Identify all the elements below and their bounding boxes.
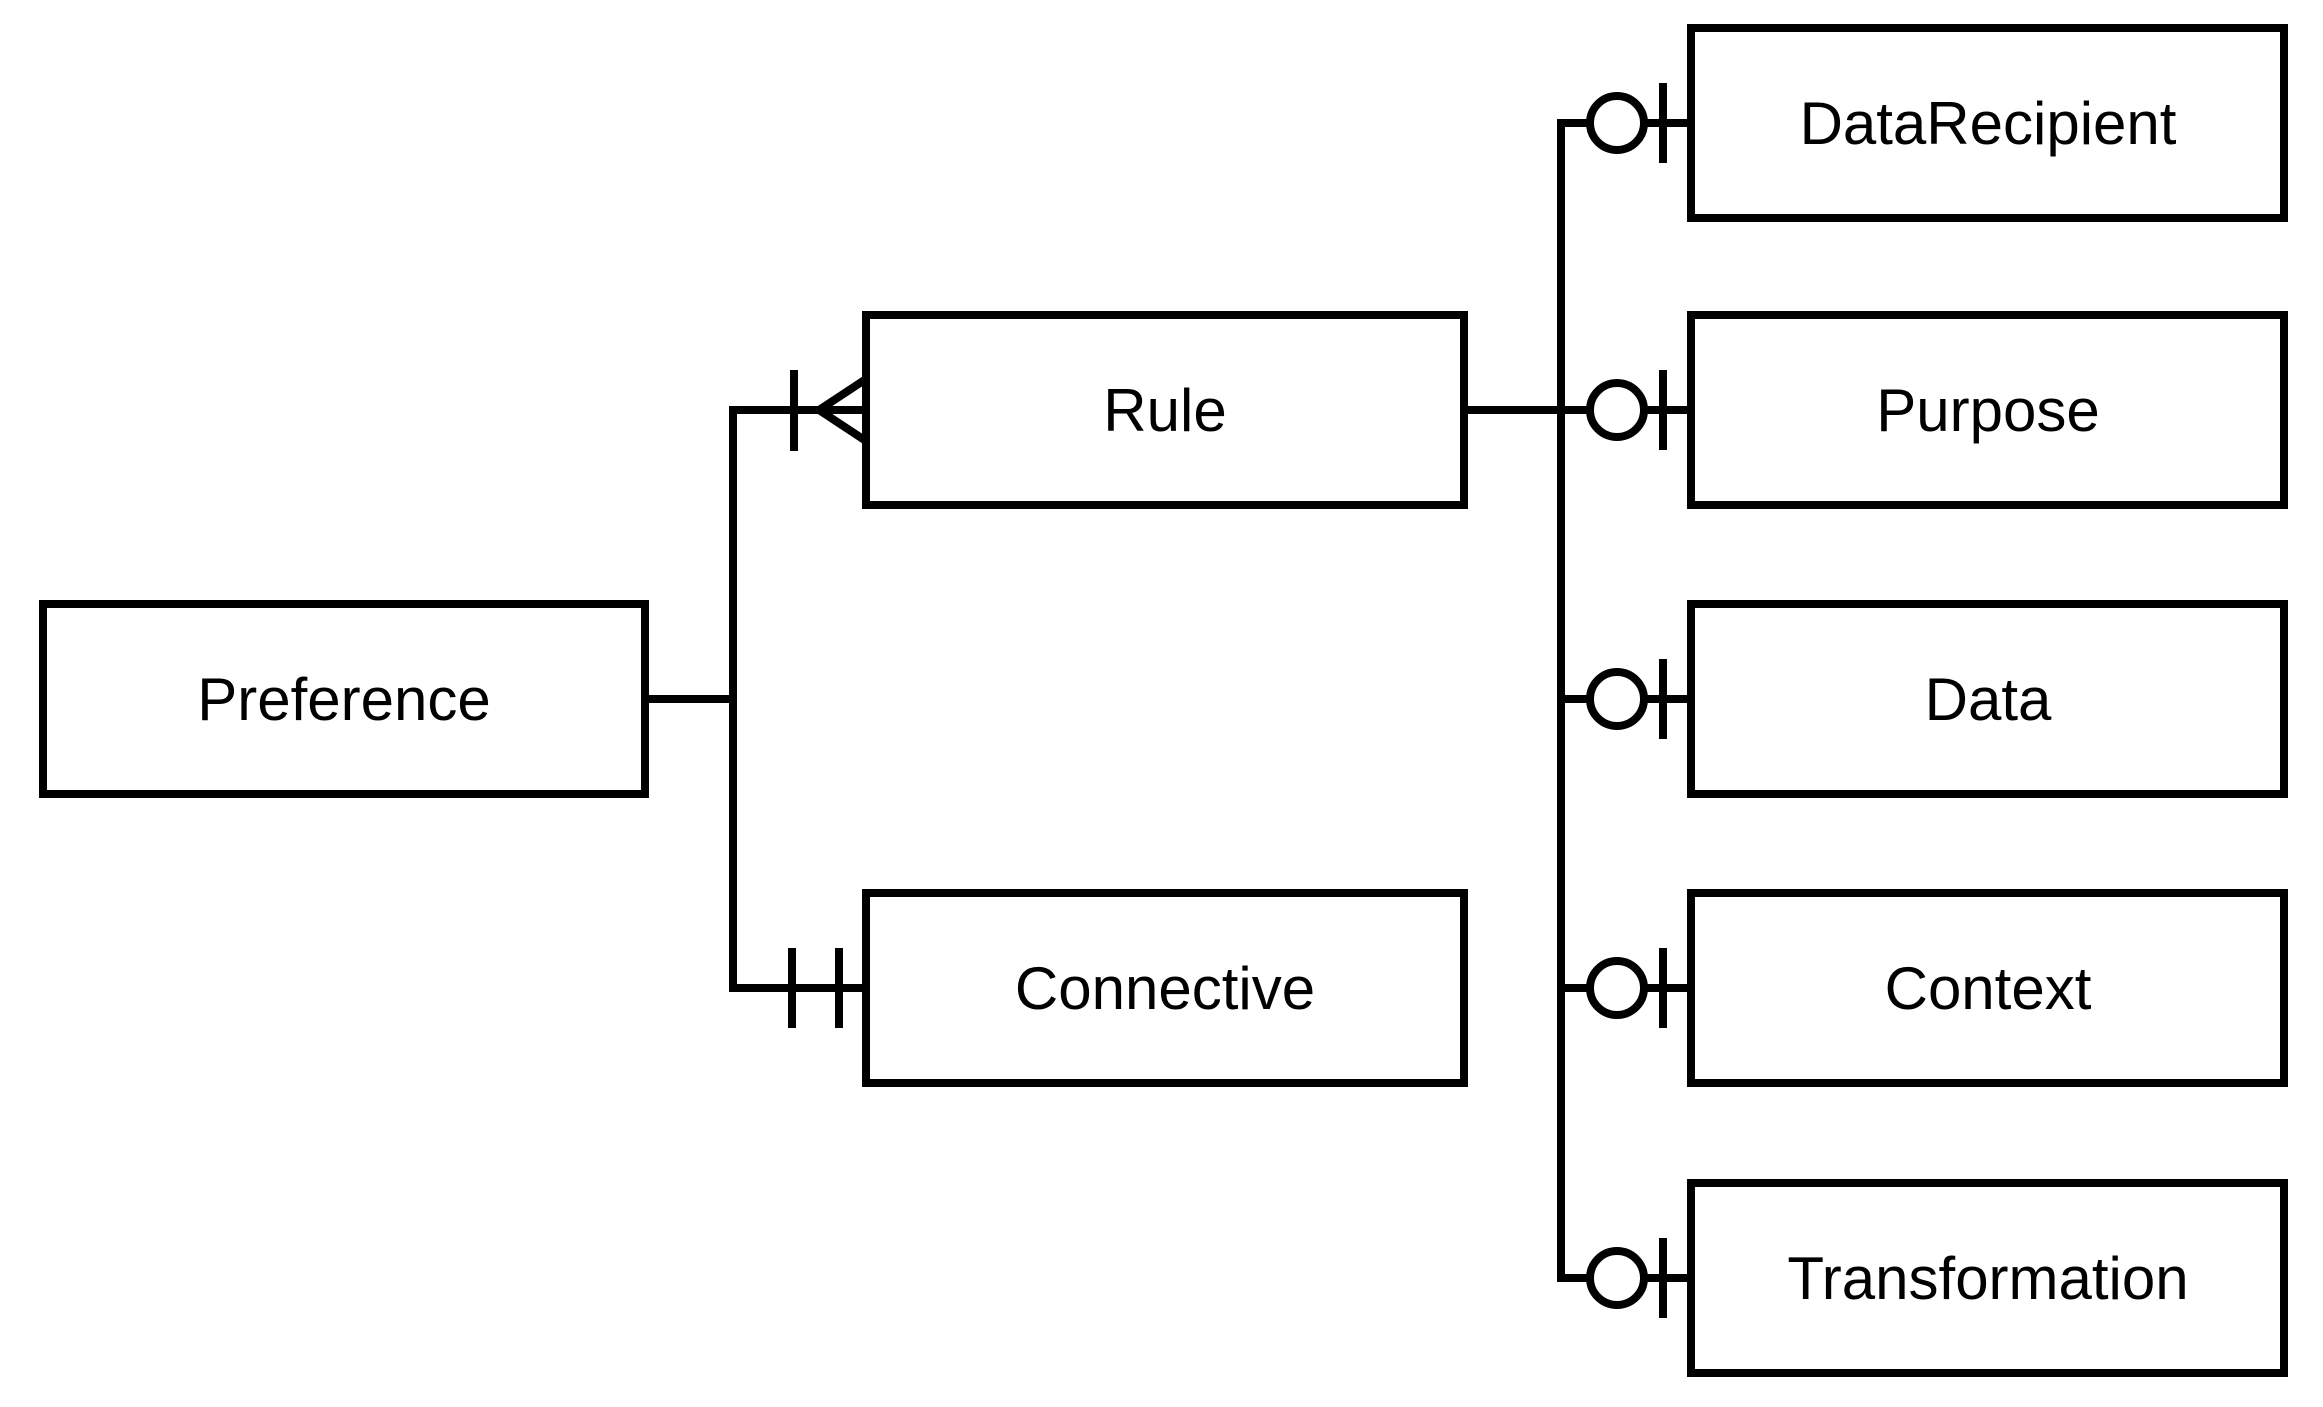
zero-circle-icon (1586, 92, 1648, 154)
entity-datarecipient-box (1687, 24, 2288, 222)
entity-preference-box (39, 600, 649, 798)
entity-transformation-box (1687, 1179, 2288, 1377)
cardinality-double-bar-icon (788, 948, 843, 1028)
cardinality-zero-or-one-data (1586, 659, 1667, 739)
entity-context-label: Context (1885, 955, 2092, 1022)
entity-datarecipient-label: DataRecipient (1800, 90, 2177, 157)
connector-left-fork (729, 406, 866, 992)
entity-purpose: Purpose (1687, 311, 2288, 509)
entity-preference: Preference (39, 600, 649, 798)
cardinality-zero-or-one-context (1586, 948, 1667, 1028)
entity-purpose-box (1687, 311, 2288, 509)
entity-connective-label: Connective (1015, 955, 1315, 1022)
entity-connective-box (862, 889, 1468, 1087)
entity-data: Data (1687, 600, 2288, 798)
cardinality-zero-or-one-transformation (1586, 1238, 1667, 1318)
cardinality-zero-or-one-purpose (1586, 370, 1667, 450)
entity-data-label: Data (1925, 666, 2052, 733)
crow-foot-many-icon (811, 375, 869, 445)
entity-datarecipient: DataRecipient (1687, 24, 2288, 222)
entity-transformation: Transformation (1687, 1179, 2288, 1377)
entity-rule-label: Rule (1103, 377, 1226, 444)
zero-circle-icon (1586, 668, 1648, 730)
entity-purpose-label: Purpose (1876, 377, 2099, 444)
entity-connective: Connective (862, 889, 1468, 1087)
entity-preference-label: Preference (197, 666, 491, 733)
entity-data-box (1687, 600, 2288, 798)
entity-transformation-label: Transformation (1787, 1245, 2188, 1312)
entity-rule: Rule (862, 311, 1468, 509)
cardinality-zero-or-one-datarecipient (1586, 83, 1667, 163)
entity-context-box (1687, 889, 2288, 1087)
zero-circle-icon (1586, 957, 1648, 1019)
entity-rule-box (862, 311, 1468, 509)
zero-circle-icon (1586, 379, 1648, 441)
zero-circle-icon (1586, 1247, 1648, 1309)
entity-context: Context (1687, 889, 2288, 1087)
